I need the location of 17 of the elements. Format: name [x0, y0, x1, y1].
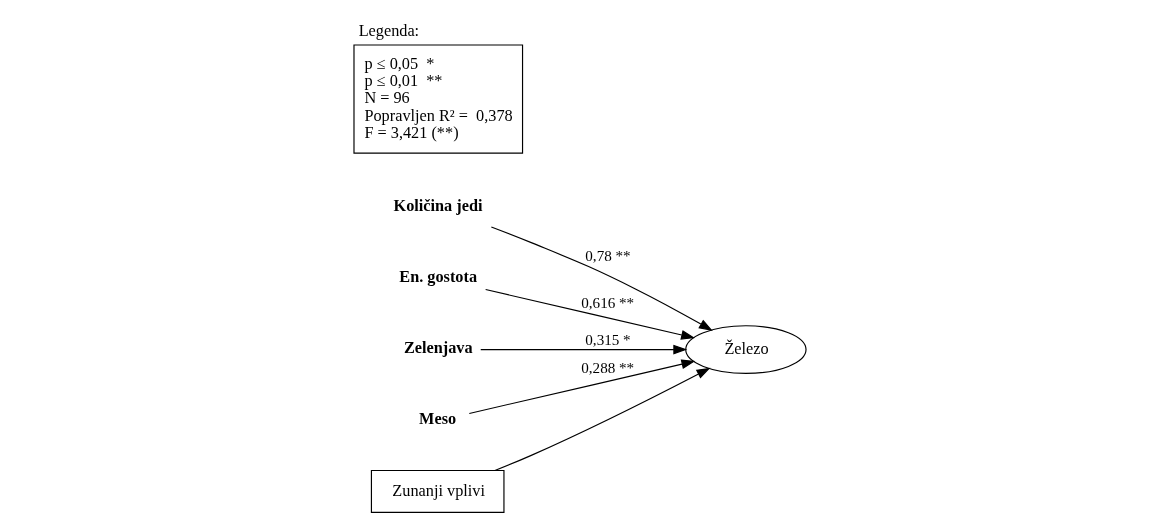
edge-label: 0,616 **	[581, 294, 635, 311]
arrow	[485, 288, 696, 340]
node-text: Meso	[419, 409, 457, 428]
node-text: Zelenjava	[403, 338, 473, 357]
node-box: Zunanji vplivi	[370, 469, 505, 513]
arrow	[480, 344, 688, 354]
arrow	[468, 358, 696, 414]
arrow	[490, 225, 713, 331]
edge-label: 0,315 *	[585, 331, 631, 348]
arrow	[494, 367, 711, 471]
node-ellipse: Železo	[685, 324, 807, 374]
node-text: En. gostota	[399, 267, 478, 286]
node-label: Legenda:	[358, 21, 420, 40]
node-text: Količina jedi	[393, 196, 483, 215]
node-box: p ≤ 0,05 * p ≤ 0,01 ** N = 96 Popravljen R² = 0,378 F = 3,421 (**)	[353, 43, 524, 154]
edge-label: 0,288 **	[581, 359, 635, 376]
edge-label: 0,78 **	[585, 247, 631, 264]
